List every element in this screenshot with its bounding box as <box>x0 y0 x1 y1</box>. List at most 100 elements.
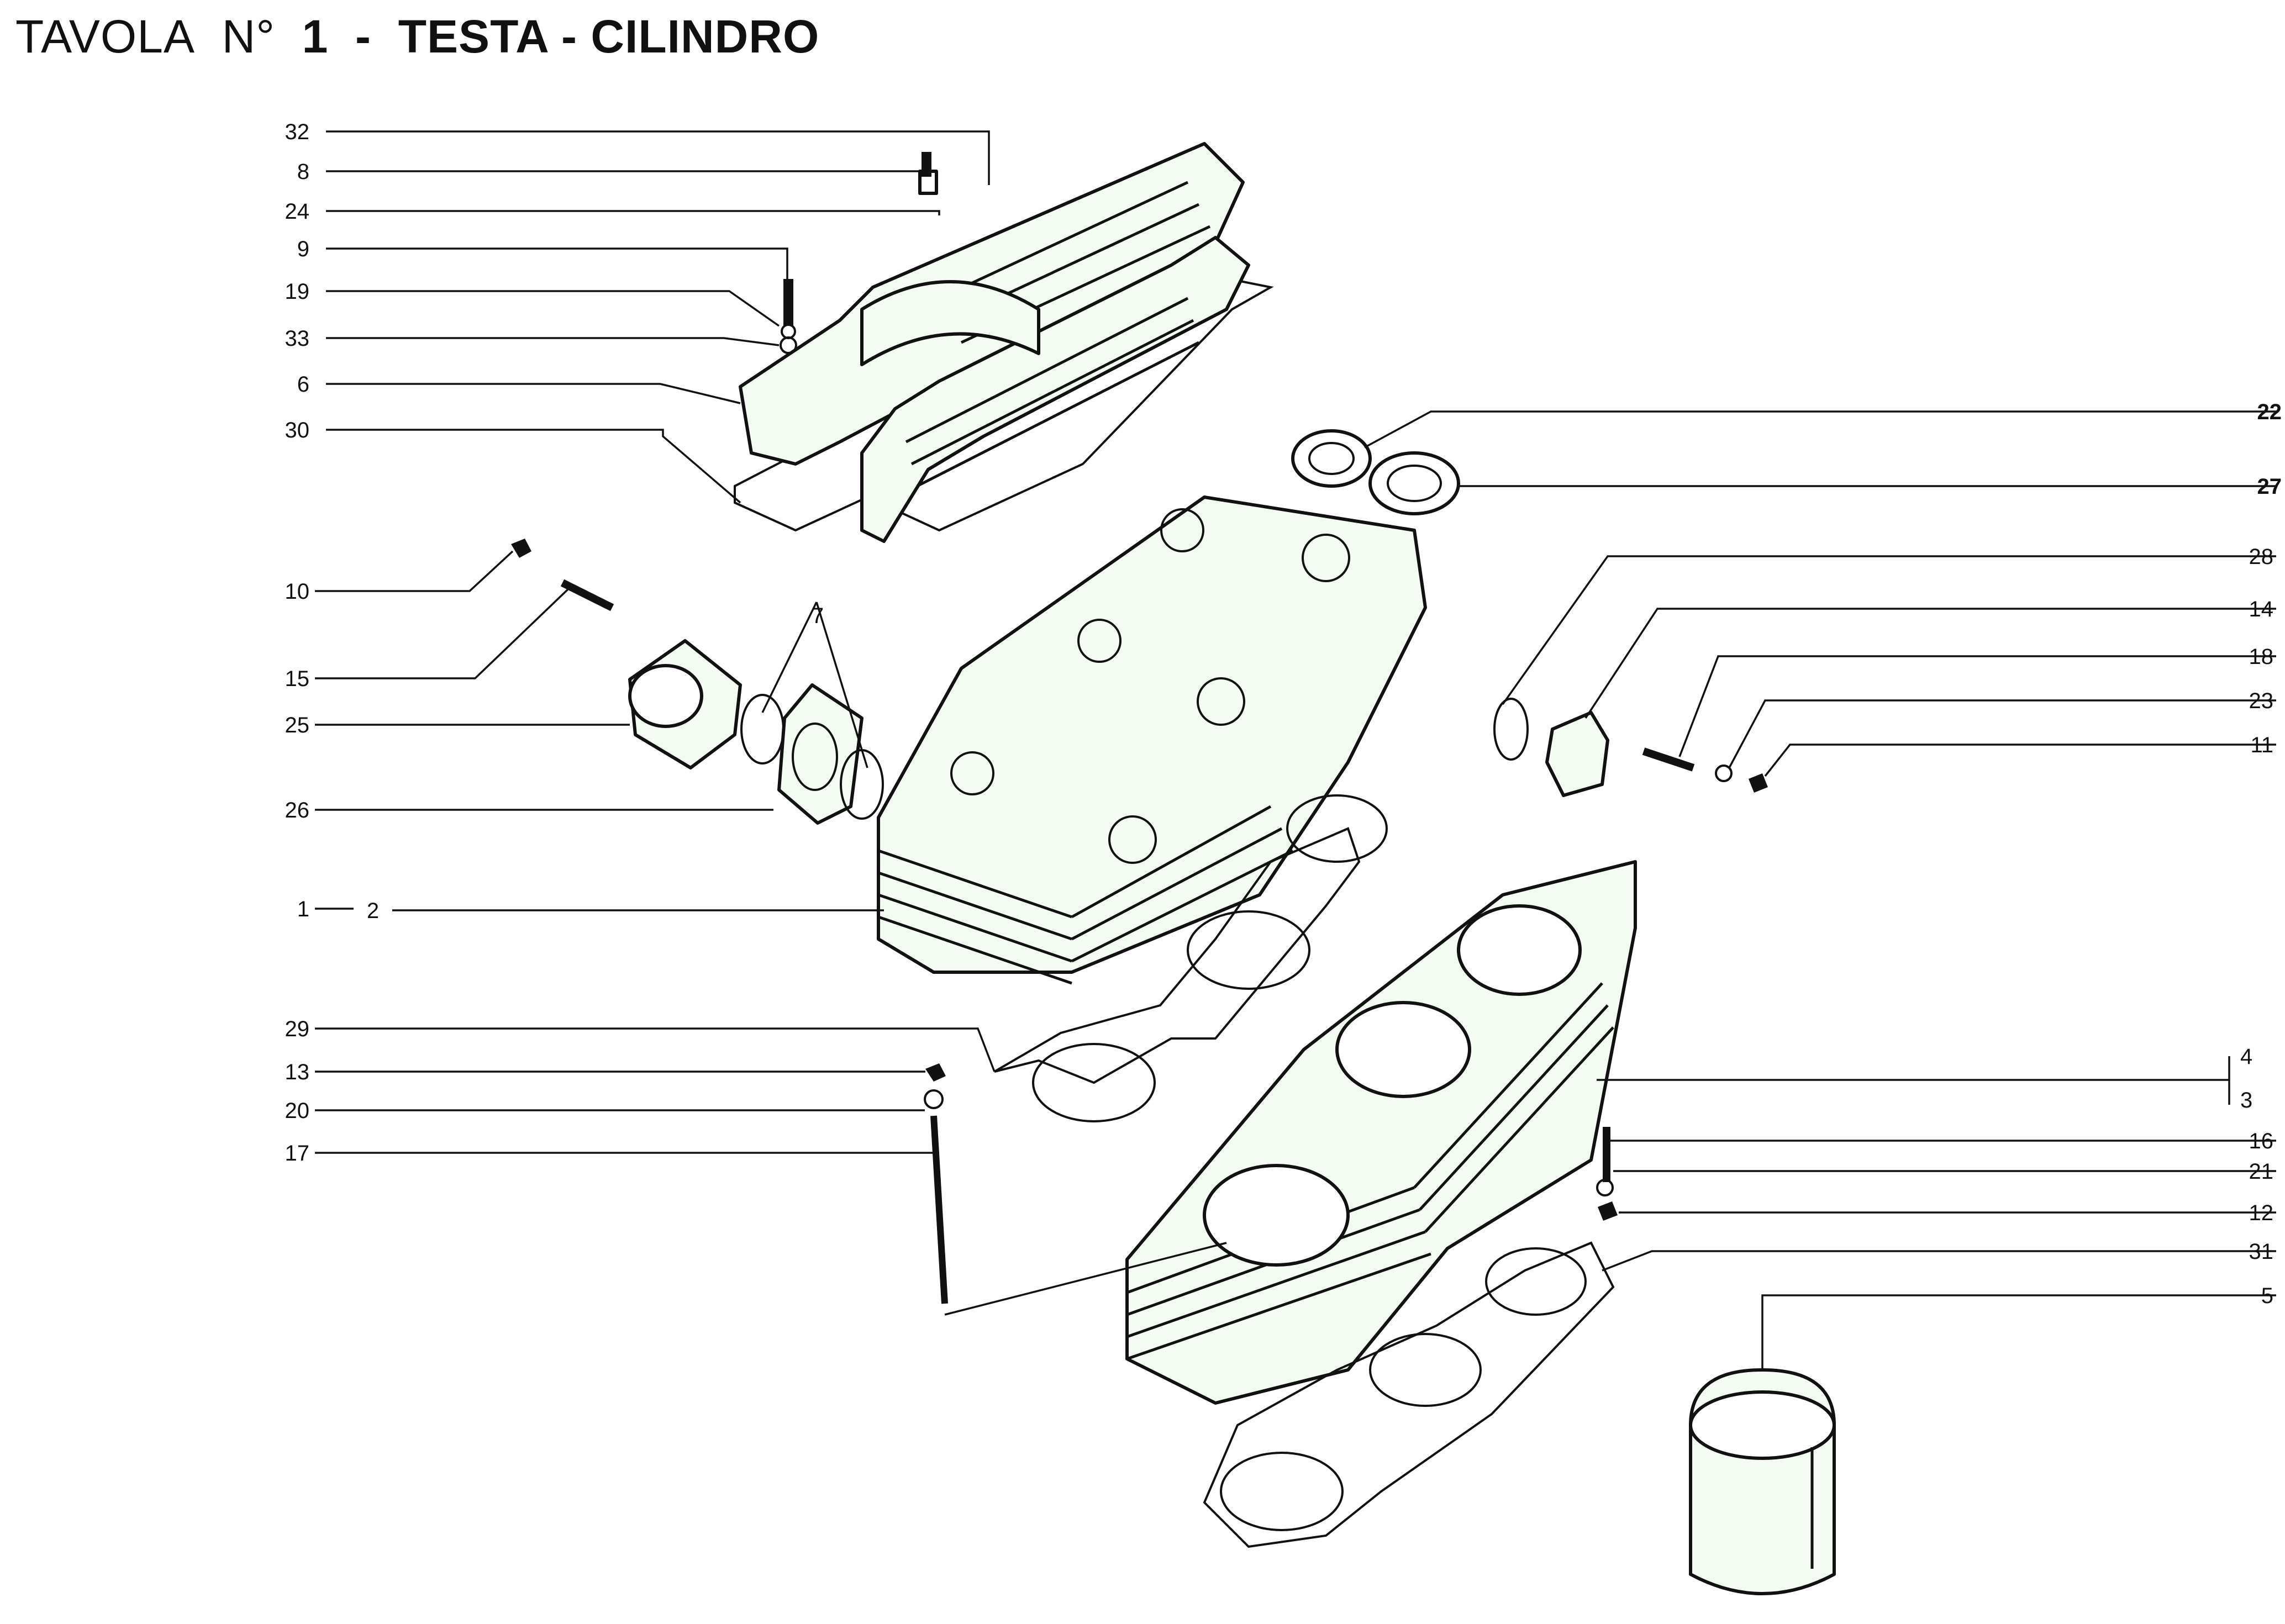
stud-15 <box>560 579 614 611</box>
stud-18 <box>1642 747 1695 772</box>
callout-31: 31 <box>2249 1240 2274 1264</box>
base-gasket-bore-a <box>1220 1452 1344 1531</box>
nut-11 <box>1749 773 1768 793</box>
valve-cup-b <box>1077 619 1122 663</box>
seal-22-inner <box>1308 442 1355 475</box>
leader-lines <box>315 130 2276 1370</box>
callout-22: 22 <box>2257 400 2282 424</box>
callout-13: 13 <box>285 1060 310 1084</box>
oil-filter-top <box>1689 1390 1836 1460</box>
spark-plug-port-a <box>1108 815 1157 864</box>
nut-12 <box>1598 1201 1618 1221</box>
washer-20 <box>924 1089 944 1109</box>
washer-21 <box>1596 1179 1614 1196</box>
valve-cup-c <box>950 751 994 795</box>
intake-spacer-26-bore <box>792 723 838 791</box>
seal-22 <box>1291 429 1372 488</box>
cam-cover-right-fins <box>905 297 1200 488</box>
gasket-28 <box>1493 698 1529 761</box>
callout-21: 21 <box>2249 1159 2274 1184</box>
valve-cup-a <box>1160 508 1204 552</box>
callout-23: 23 <box>2249 689 2274 713</box>
cylinder-bore-c <box>1457 904 1582 996</box>
cylinder-head-body <box>877 495 1427 974</box>
o-ring-7-left <box>740 694 785 764</box>
callout-3: 3 <box>2240 1088 2252 1112</box>
cylinder-fasteners <box>924 1063 1618 1304</box>
title-dash: - <box>355 10 372 62</box>
callout-2: 2 <box>367 899 379 923</box>
title-name: TESTA - CILINDRO <box>398 10 820 62</box>
base-gasket-bore-c <box>1485 1247 1587 1316</box>
callout-27: 27 <box>2257 474 2282 499</box>
intake-flange-group <box>511 539 884 825</box>
callout-25: 25 <box>285 713 310 737</box>
callout-32: 32 <box>285 120 310 144</box>
cylinder-head-fins-side <box>1071 805 1294 963</box>
cam-seals <box>1291 429 1460 515</box>
oil-filter-5 <box>1689 1368 1836 1595</box>
callout-11: 11 <box>2250 733 2273 757</box>
title-number-sign: N° <box>222 10 275 62</box>
callout-4: 4 <box>2240 1045 2252 1069</box>
callout-29: 29 <box>285 1017 310 1041</box>
screw-8 <box>922 152 931 177</box>
nut-13 <box>925 1063 946 1082</box>
callout-12: 12 <box>2249 1201 2274 1225</box>
cylinder-head-fins-front <box>878 849 1072 985</box>
cylinder-head-1 <box>877 495 1427 985</box>
callout-26: 26 <box>285 798 310 822</box>
nut-10 <box>511 539 531 558</box>
callout-30: 30 <box>285 418 310 442</box>
drive-housing-14 <box>1545 711 1609 797</box>
cylinder-block-fins-side <box>1413 982 1614 1233</box>
callout-15: 15 <box>285 667 310 691</box>
washer-19 <box>781 324 796 339</box>
base-gasket-31 <box>1203 1241 1615 1548</box>
intake-flange-25-spigot <box>628 664 703 728</box>
callout-28: 28 <box>2249 545 2274 569</box>
callout-6: 6 <box>297 372 309 397</box>
head-gasket-bore-b <box>1187 910 1310 990</box>
head-gasket-bore-a <box>1032 1043 1156 1122</box>
callout-7: 7 <box>812 604 824 628</box>
screw-9 <box>783 279 793 326</box>
cylinder-bore-b <box>1335 1001 1471 1098</box>
callout-8: 8 <box>297 160 309 184</box>
cam-cover-centre-bridge <box>860 280 1040 366</box>
callout-10: 10 <box>285 579 310 604</box>
callout-24: 24 <box>285 199 310 224</box>
stud-17 <box>930 1115 948 1304</box>
page-title: TAVOLA N° 1 - TESTA - CILINDRO <box>15 10 819 64</box>
callout-33: 33 <box>285 326 310 351</box>
spark-plug-port-b <box>1197 677 1245 726</box>
head-gasket-bore-c <box>1286 794 1388 863</box>
head-gasket-outline <box>993 827 1361 1084</box>
intake-spacer-26 <box>777 683 864 825</box>
callout-14: 14 <box>2249 597 2274 621</box>
callout-17: 17 <box>285 1141 310 1166</box>
callout-5: 5 <box>2261 1284 2273 1308</box>
spark-plug-port-c <box>1302 534 1350 582</box>
callout-1: 1 <box>297 897 309 921</box>
cylinder-block-4 <box>1125 860 1637 1405</box>
cam-cover-assembly <box>734 142 1274 543</box>
cylinder-bore-a <box>1203 1164 1350 1267</box>
seal-27 <box>1368 451 1460 515</box>
callout-18: 18 <box>2249 645 2274 669</box>
tacho-drive-group <box>1493 698 1768 797</box>
base-gasket-bore-b <box>1369 1333 1482 1407</box>
callout-16: 16 <box>2249 1129 2274 1153</box>
base-gasket-outline <box>1203 1241 1615 1548</box>
seal-33 <box>780 336 797 354</box>
callout-19: 19 <box>285 280 310 304</box>
seal-27-inner <box>1387 465 1442 502</box>
title-number: 1 <box>302 10 329 62</box>
callout-9: 9 <box>297 237 309 261</box>
washer-23 <box>1715 764 1733 782</box>
callout-20: 20 <box>285 1099 310 1123</box>
head-gasket-29 <box>993 794 1388 1122</box>
title-prefix: TAVOLA <box>15 10 195 62</box>
